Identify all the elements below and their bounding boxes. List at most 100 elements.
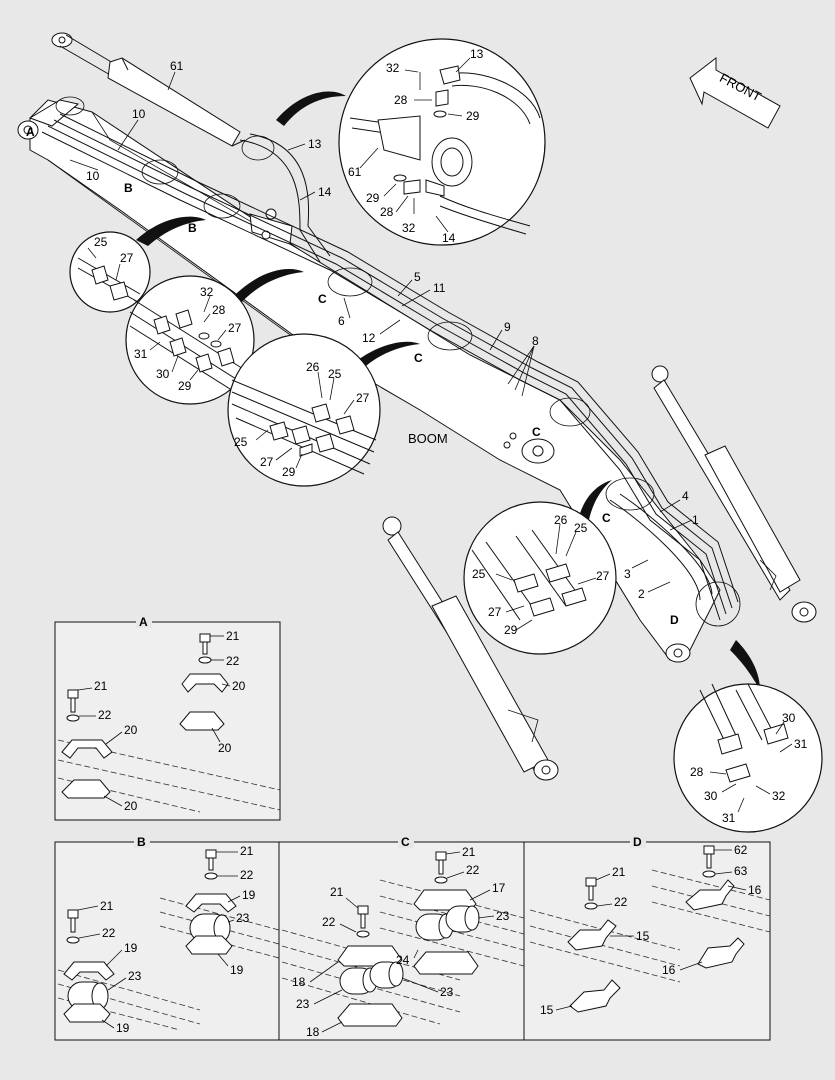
pb-23b: 23 (128, 969, 142, 983)
dt-28b: 28 (380, 205, 394, 219)
dt-61: 61 (348, 165, 362, 179)
pb-19a: 19 (242, 888, 256, 902)
callout-12: 12 (362, 331, 376, 345)
pa-22a: 22 (226, 654, 240, 668)
ds-27: 27 (120, 251, 134, 265)
dc1-25a: 25 (328, 367, 342, 381)
pd-63: 63 (734, 864, 748, 878)
dt-32b: 32 (402, 221, 416, 235)
detail-mid-clamp: 32 28 27 31 30 29 (125, 269, 304, 405)
pb-22b: 22 (102, 926, 116, 940)
boom-label: BOOM (408, 431, 448, 446)
callout-5: 5 (414, 270, 421, 284)
pb-22a: 22 (240, 868, 254, 882)
arm-cylinder-right (651, 365, 817, 623)
pc-22b: 22 (322, 915, 336, 929)
pa-20d: 20 (124, 799, 138, 813)
dc1-26: 26 (306, 360, 320, 374)
dm-30: 30 (156, 367, 170, 381)
letter-c-3: C (532, 425, 541, 439)
dm-28: 28 (212, 303, 226, 317)
pc-23b: 23 (440, 985, 454, 999)
bucket-cylinder-left (382, 516, 559, 781)
panel-a: A 21 22 20 20 21 22 20 20 (54, 614, 281, 821)
dd-30a: 30 (782, 711, 796, 725)
letter-c-1: C (318, 292, 327, 306)
dm-31: 31 (134, 347, 148, 361)
dt-29b: 29 (366, 191, 380, 205)
pd-15b: 15 (540, 1003, 554, 1017)
pc-18a: 18 (292, 975, 306, 989)
main-callouts: 61 10 10 13 14 5 11 6 12 9 8 4 (69, 59, 699, 601)
pd-22: 22 (614, 895, 628, 909)
section-letters: A B B C C C C D (26, 125, 679, 627)
dt-13: 13 (470, 47, 484, 61)
pc-18b: 18 (306, 1025, 320, 1039)
callout-4: 4 (682, 489, 689, 503)
pc-21a: 21 (462, 845, 476, 859)
dc2-25a: 25 (574, 521, 588, 535)
dc1-29: 29 (282, 465, 296, 479)
callout-9: 9 (504, 320, 511, 334)
detail-c1-clamp: 26 25 27 25 27 29 (227, 333, 420, 487)
hose-lines (41, 113, 739, 621)
dc1-25b: 25 (234, 435, 248, 449)
detail-d-clamp: 30 31 28 30 32 31 (673, 640, 823, 833)
pb-19b: 19 (230, 963, 244, 977)
dc2-26: 26 (554, 513, 568, 527)
pd-62: 62 (734, 843, 748, 857)
pd-16b: 16 (662, 963, 676, 977)
callout-2: 2 (638, 587, 645, 601)
ds-25: 25 (94, 235, 108, 249)
panel-d: D 62 63 16 16 21 22 15 15 (523, 834, 771, 1041)
letter-a: A (26, 125, 35, 139)
dc2-25b: 25 (472, 567, 486, 581)
pc-21b: 21 (330, 885, 344, 899)
panel-d-title: D (633, 835, 642, 849)
letter-b-1: B (124, 181, 133, 195)
dd-30b: 30 (704, 789, 718, 803)
pa-20a: 20 (232, 679, 246, 693)
pb-19d: 19 (116, 1021, 130, 1035)
dm-32: 32 (200, 285, 214, 299)
pc-23c: 23 (296, 997, 310, 1011)
pa-22b: 22 (98, 708, 112, 722)
panel-b: B 21 22 19 23 19 21 22 19 23 (54, 834, 280, 1041)
callout-10a: 10 (132, 107, 146, 121)
dt-29a: 29 (466, 109, 480, 123)
callout-3: 3 (624, 567, 631, 581)
pa-21b: 21 (94, 679, 108, 693)
dc2-27a: 27 (596, 569, 610, 583)
callout-11: 11 (433, 281, 446, 295)
pb-21b: 21 (100, 899, 114, 913)
detail-top-fitting: 32 13 28 29 61 29 28 32 14 (276, 38, 546, 246)
pb-21a: 21 (240, 844, 254, 858)
panel-b-title: B (137, 835, 146, 849)
dt-14: 14 (442, 231, 456, 245)
dd-31b: 31 (722, 811, 736, 825)
pd-16a: 16 (748, 883, 762, 897)
callout-10b: 10 (86, 169, 100, 183)
dc2-29: 29 (504, 623, 518, 637)
callout-14-main: 14 (318, 185, 332, 199)
letter-c-4: C (602, 511, 611, 525)
front-arrow: FRONT (689, 56, 781, 129)
detail-c2-clamp: 26 25 25 27 27 29 (463, 480, 617, 655)
panel-c-title: C (401, 835, 410, 849)
upper-cylinder (51, 32, 246, 147)
pb-23a: 23 (236, 911, 250, 925)
dd-32: 32 (772, 789, 786, 803)
pa-21a: 21 (226, 629, 240, 643)
dd-28: 28 (690, 765, 704, 779)
pd-21: 21 (612, 865, 626, 879)
callout-61: 61 (170, 59, 184, 73)
pa-20b: 20 (218, 741, 232, 755)
dc1-27a: 27 (356, 391, 370, 405)
dc2-27b: 27 (488, 605, 502, 619)
callout-6: 6 (338, 314, 345, 328)
letter-d: D (670, 613, 679, 627)
letter-b-2: B (188, 221, 197, 235)
panel-c: C 21 22 17 23 21 22 24 (278, 834, 525, 1041)
panel-a-title: A (139, 615, 148, 629)
